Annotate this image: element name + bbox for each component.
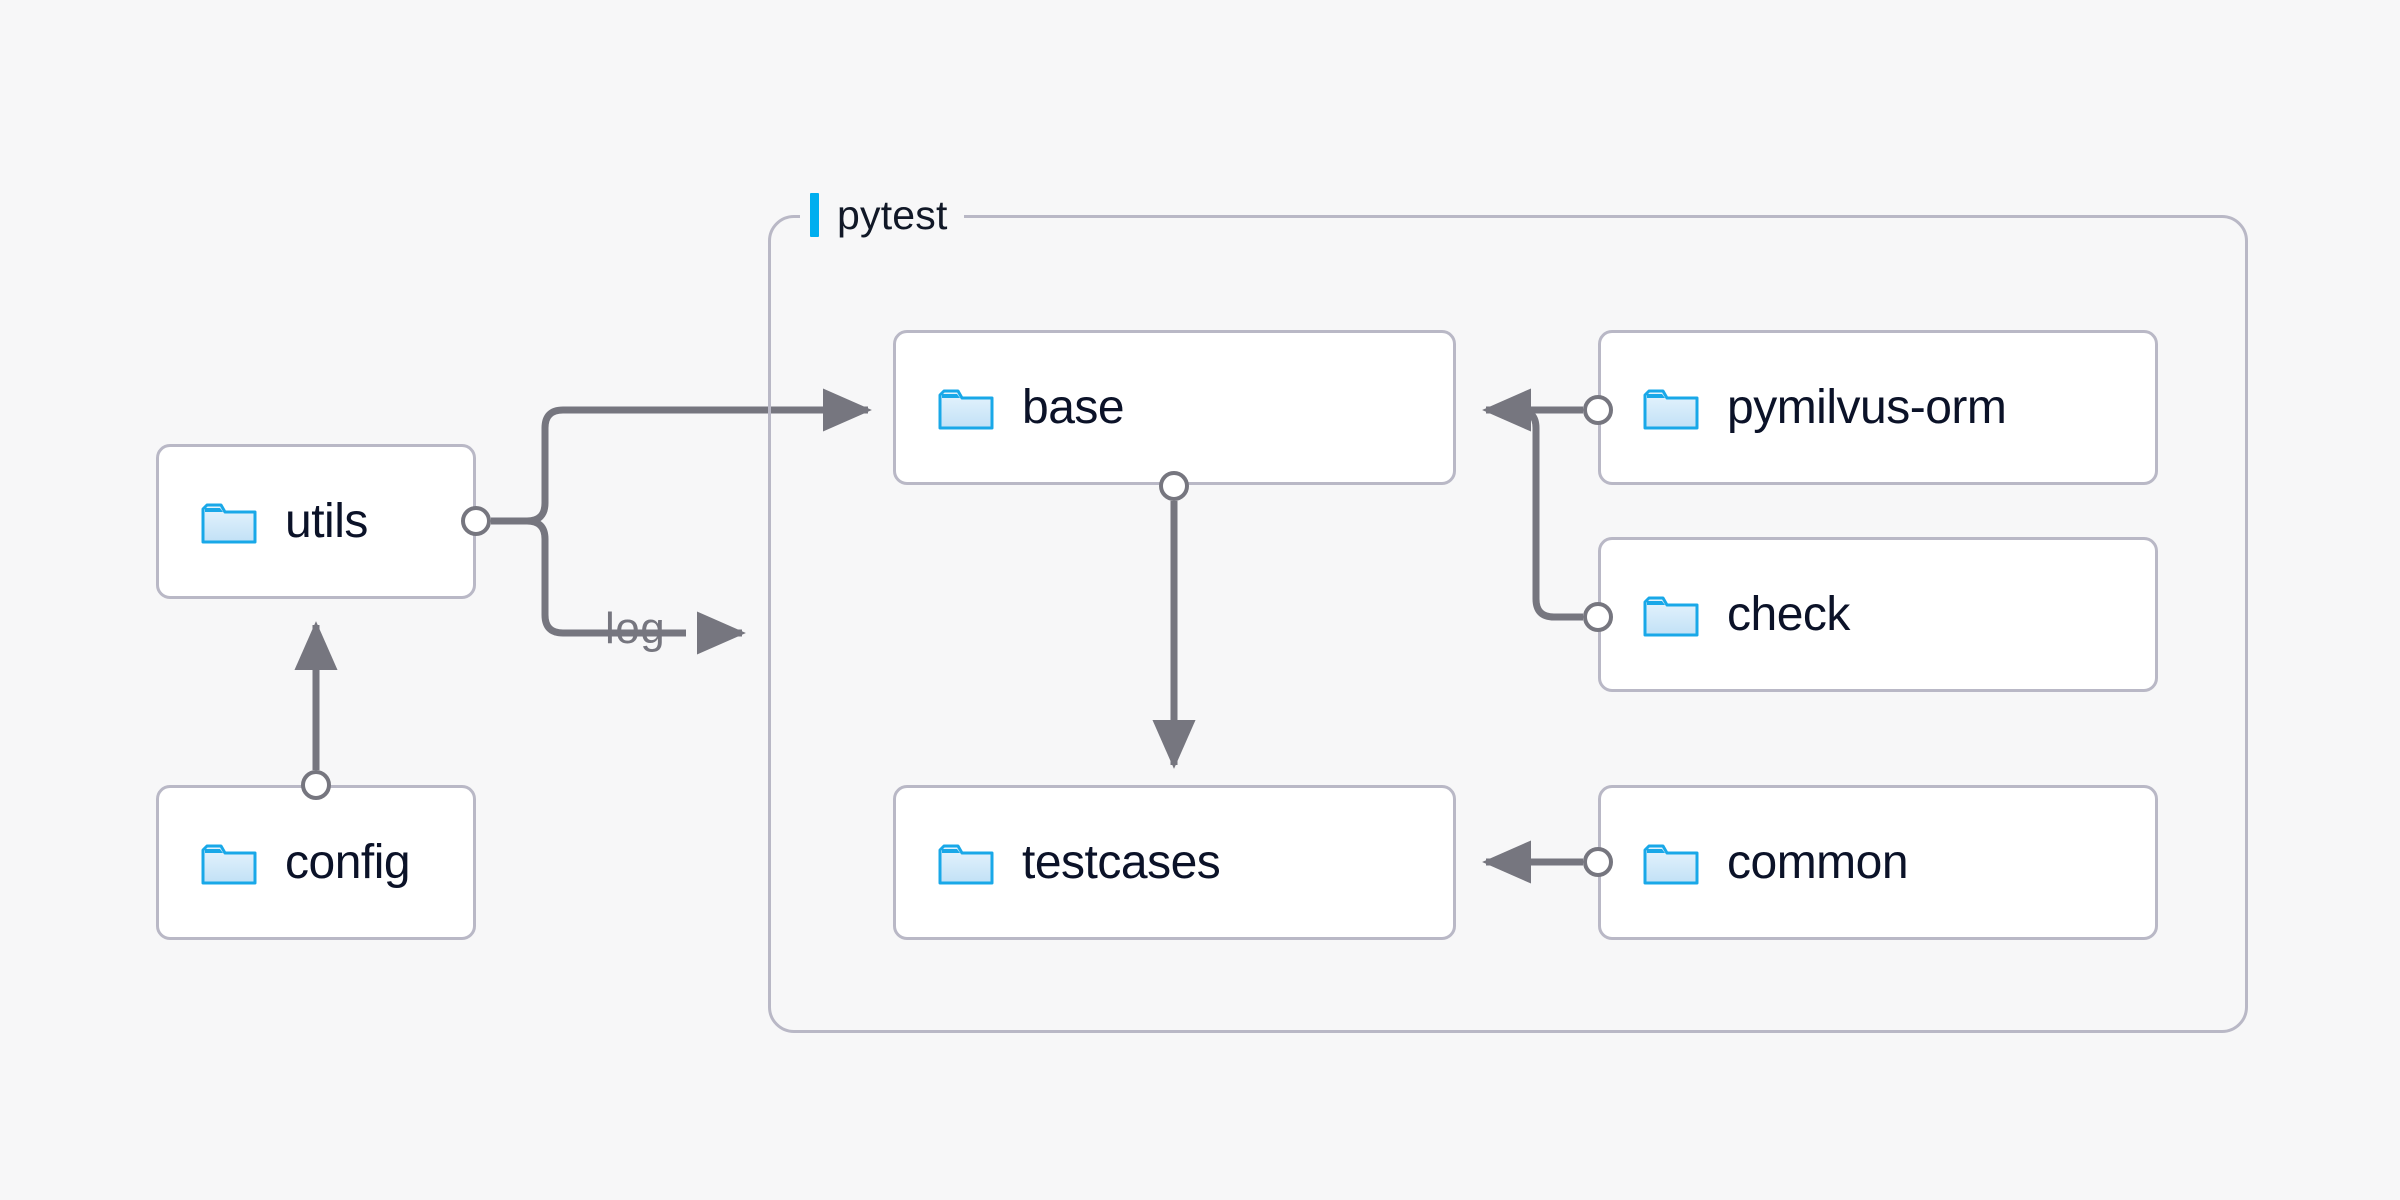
node-config[interactable]: config [156,785,476,940]
folder-icon [938,844,994,884]
config-top-port[interactable] [301,770,331,800]
folder-icon [201,503,257,543]
node-label-testcases: testcases [1022,836,1221,889]
pytest-group-container[interactable] [768,215,2248,1033]
folder-icon [1643,844,1699,884]
folder-icon [201,844,257,884]
pytest-group-label: pytest [837,191,948,238]
base-bottom-port[interactable] [1159,471,1189,501]
node-label-base: base [1022,381,1125,434]
folder-icon [938,389,994,429]
node-testcases[interactable]: testcases [893,785,1456,940]
check-left-port[interactable] [1583,602,1613,632]
node-common[interactable]: common [1598,785,2158,940]
pymilvus-orm-left-port[interactable] [1583,395,1613,425]
node-utils[interactable]: utils [156,444,476,599]
node-check[interactable]: check [1598,537,2158,692]
folder-icon [1643,389,1699,429]
node-label-utils: utils [285,495,368,548]
folder-icon [1643,596,1699,636]
utils-right-port[interactable] [461,506,491,536]
node-pymilvus-orm[interactable]: pymilvus-orm [1598,330,2158,485]
node-label-config: config [285,836,411,889]
pytest-group-label-wrap[interactable]: pytest [800,187,964,243]
common-left-port[interactable] [1583,847,1613,877]
node-label-check: check [1727,588,1850,641]
node-label-common: common [1727,836,1909,889]
node-base[interactable]: base [893,330,1456,485]
group-accent-bar [810,193,819,237]
edge-label-log: log [605,604,666,653]
node-label-pymilvus-orm: pymilvus-orm [1727,381,2007,434]
